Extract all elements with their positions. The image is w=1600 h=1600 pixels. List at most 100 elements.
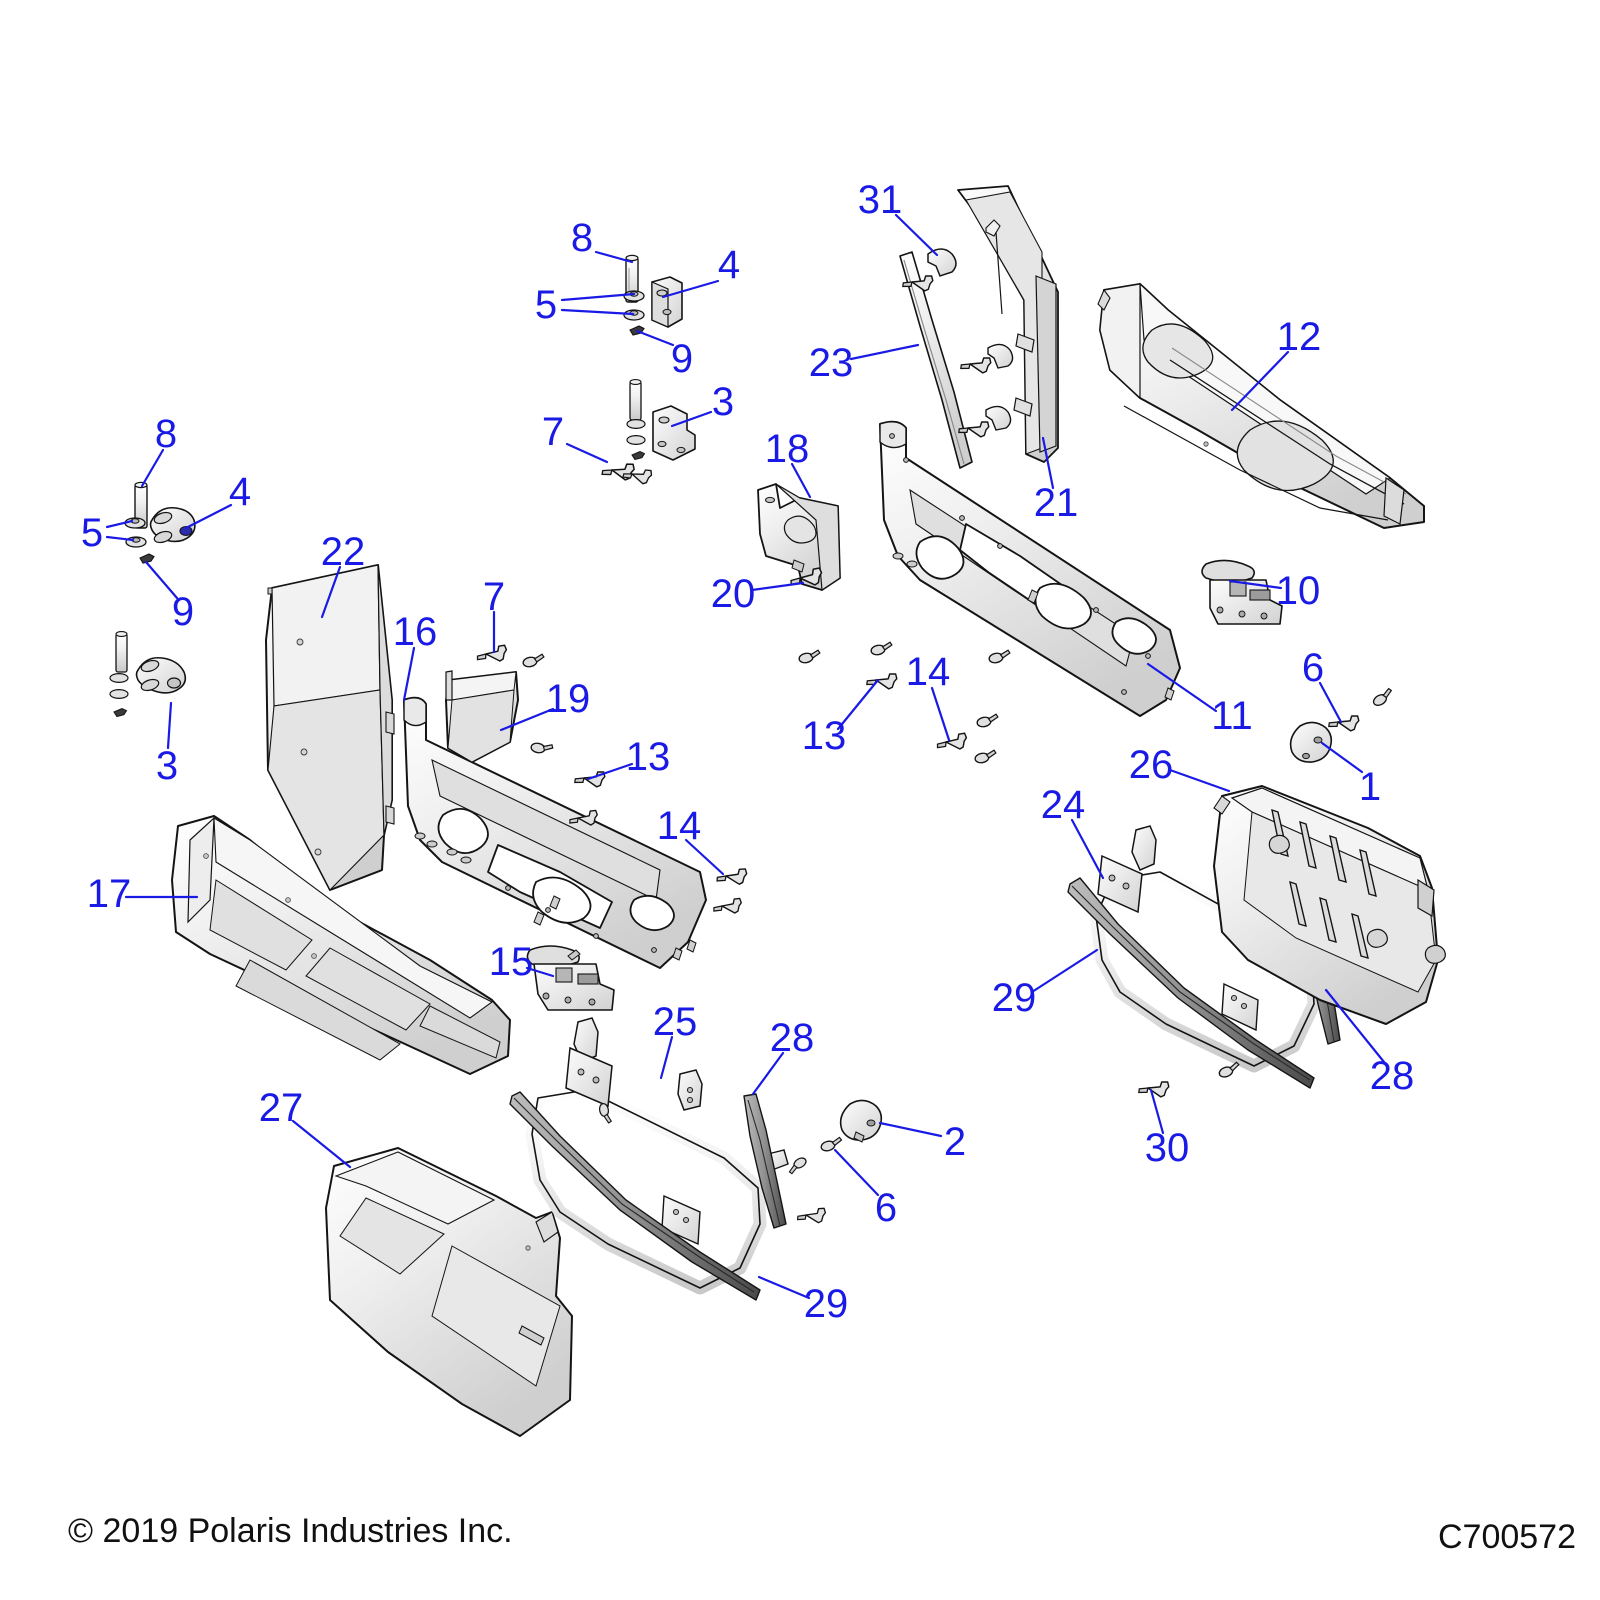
part-4-hinge-top [651,276,683,328]
callout-number-2: 2 [943,1120,967,1164]
callout-number-29: 29 [991,976,1037,1020]
window-clips-group [901,267,1014,442]
callout-number-27: 27 [258,1086,304,1130]
leader-line-c-10 [1228,579,1283,590]
callout-number-17: 17 [86,872,132,916]
leader-line-c-3-left [166,701,173,750]
leader-line-c-21 [1041,436,1055,490]
part-15-door-latch-left [526,945,615,1011]
callout-number-5: 5 [80,511,104,555]
leader-line-c-20 [750,581,805,592]
callout-number-1: 1 [1358,765,1382,809]
callout-number-21: 21 [1033,481,1079,525]
part-21-window-panel [957,185,1059,463]
leader-line-c-12 [1230,350,1290,412]
part-4-knuckle-left [149,506,196,544]
callout-leader-lines [105,213,1386,1300]
leader-line-c-6-r [1318,681,1343,724]
callout-number-9: 9 [171,590,195,634]
callout-number-28: 28 [1369,1054,1415,1098]
leader-line-c-5-left-b [105,535,135,542]
leader-line-c-25 [659,1035,674,1080]
leader-line-c-28-r [1324,988,1386,1064]
part-7-screw-top [600,454,654,489]
callout-number-6: 6 [874,1186,898,1230]
part-23-window-trim-rail [899,251,973,469]
callout-number-25: 25 [652,1000,698,1044]
leader-line-c-3-top [670,410,713,428]
callout-number-23: 23 [808,341,854,385]
part-19-door-insert-cover [445,670,519,763]
callout-number-3: 3 [155,744,179,788]
leader-line-c-7-top [565,442,609,464]
callout-number-6: 6 [1301,646,1325,690]
leader-line-c-9-top [635,329,675,347]
callout-number-14: 14 [905,650,951,694]
part-17-outer-door-skin-left [171,815,511,1075]
part-9-nut-left [139,553,155,564]
callout-number-7: 7 [482,575,506,619]
callout-number-3: 3 [711,380,735,424]
callout-number-14: 14 [656,804,702,848]
leader-line-c-29-low [757,1275,811,1300]
part-5-washers-top2 [626,419,646,461]
callout-number-11: 11 [1211,694,1253,738]
leader-line-c-5-top [560,292,636,302]
leader-line-c-13-r [836,678,880,731]
leader-line-c-5-left [105,519,134,529]
leader-line-c-4-top [661,279,720,299]
leader-line-c-26 [1168,768,1231,793]
leader-line-c-18 [790,462,812,499]
callout-number-28: 28 [769,1016,815,1060]
part-3-knuckle-left [135,656,187,694]
callout-number-8: 8 [154,412,178,456]
fasteners-30 [1137,1061,1242,1102]
leader-line-c-19 [499,707,555,732]
leader-line-c-2 [878,1121,943,1138]
leader-line-c-22 [320,565,342,619]
part-2-striker-bracket [839,1099,883,1143]
callout-number-15: 15 [488,940,534,984]
callout-number-31: 31 [857,178,903,222]
callout-number-19: 19 [545,677,591,721]
part-8-bolt-left [134,481,148,529]
callout-number-5: 5 [534,283,558,327]
drawing-number: C700572 [1437,1518,1576,1556]
leader-line-c-11 [1146,662,1218,713]
copyright-notice: © 2019 Polaris Industries Inc. [68,1512,513,1550]
callout-number-4: 4 [228,470,252,514]
part-12-door-shell-right [1097,282,1425,529]
leader-line-c-24 [1070,818,1105,880]
leader-line-c-5-top-b [560,308,635,316]
callout-number-12: 12 [1276,315,1322,359]
leader-line-c-28-low [751,1051,785,1096]
callout-number-4: 4 [717,243,741,287]
part-25-door-tube-frame-left [525,1017,789,1295]
leader-line-c-13-mid [586,762,634,781]
leader-line-c-30 [1149,1088,1165,1135]
part-18-striker-bracket-upper [757,483,841,592]
callout-number-18: 18 [764,427,810,471]
callout-number-22: 22 [320,530,366,574]
part-29-seal-lower-left [509,1091,761,1301]
callout-number-29: 29 [803,1282,849,1326]
callout-number-8: 8 [570,216,594,260]
leader-line-c-4-left [184,503,233,530]
part-22-door-liner [265,564,395,891]
leader-line-c-16 [402,646,416,702]
part-28-seal-vertical-left [743,1093,787,1229]
leader-line-c-6-low [833,1148,880,1197]
callout-number-10: 10 [1275,569,1321,613]
callout-number-13: 13 [625,735,671,779]
part-16-door-frame-left [403,696,707,969]
leader-line-c-14-mid [684,838,725,876]
leader-line-c-23 [849,343,920,361]
part-10-door-latch-right [1201,559,1283,625]
callout-number-24: 24 [1040,783,1086,827]
part-29-seal-right [1067,877,1315,1089]
part-27-lower-outer-panel-left [325,1147,573,1437]
callout-number-13: 13 [801,714,847,758]
part-1-hinge-right [1289,721,1333,763]
